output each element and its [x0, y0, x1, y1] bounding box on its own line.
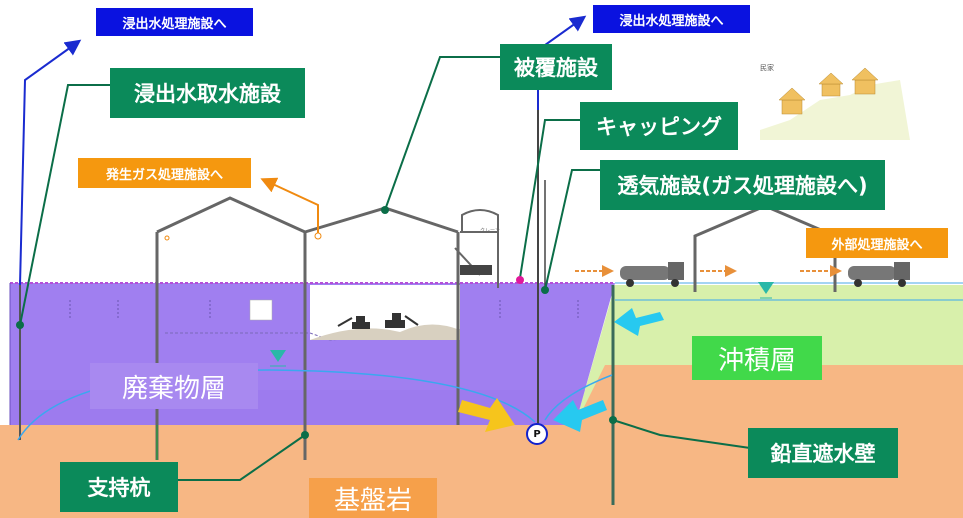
- leachate-to-treatment-right-label: 浸出水処理施設へ: [593, 5, 750, 33]
- houses-illustration: [760, 67, 910, 140]
- tanker-truck-right: [848, 262, 910, 287]
- flow-arrow-yellow: [458, 398, 515, 432]
- cover-facility-label: 被覆施設: [500, 44, 612, 90]
- bedrock-label: 基盤岩: [309, 478, 437, 518]
- vertical-barrier-label: 鉛直遮水壁: [748, 428, 898, 478]
- external-treatment-label: 外部処理施設へ: [806, 228, 948, 258]
- waste-layer-label: 廃棄物層: [90, 363, 258, 409]
- support-pile-label: 支持杭: [60, 462, 178, 512]
- leachate-to-treatment-left-label: 浸出水処理施設へ: [96, 8, 253, 36]
- pump-icon: P: [526, 423, 548, 445]
- flow-arrow-cyan-lower: [553, 400, 607, 432]
- alluvial-layer-label: 沖積層: [692, 336, 822, 380]
- gas-to-treatment-label: 発生ガス処理施設へ: [78, 158, 251, 188]
- capping-label: キャッピング: [580, 102, 738, 150]
- svg-text:クレーン: クレーン: [480, 228, 500, 234]
- flow-arrow-cyan-upper: [614, 308, 664, 336]
- leachate-intake-label: 浸出水取水施設: [110, 68, 305, 118]
- ventilation-label: 透気施設(ガス処理施設へ): [600, 160, 885, 210]
- houses-caption: 民家: [760, 64, 774, 72]
- tanker-truck-left: [620, 262, 684, 287]
